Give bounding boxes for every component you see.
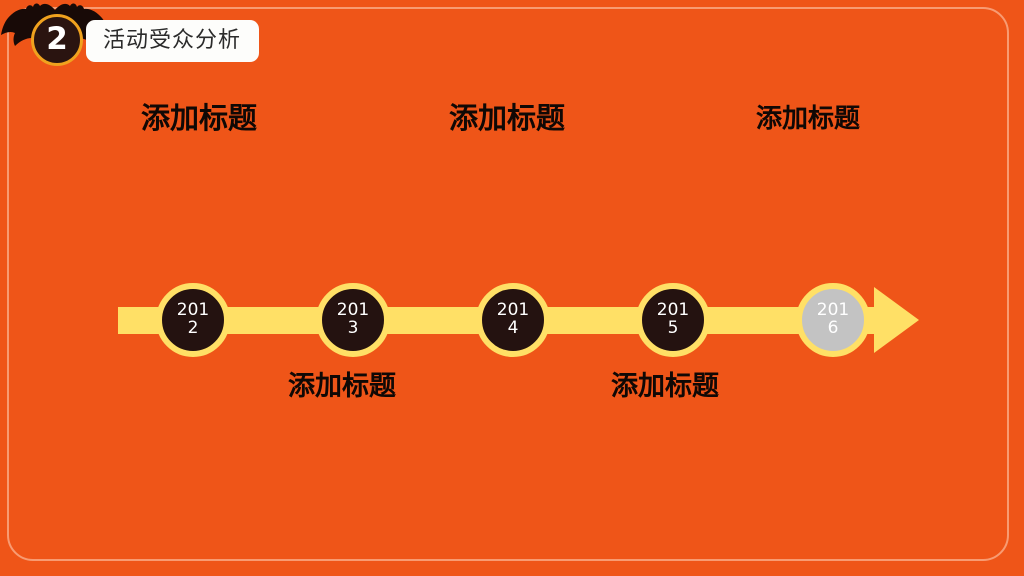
caption-top-1[interactable]: 添加标题 [141,101,258,135]
timeline-node-label: 2016 [816,300,850,338]
timeline-node-2016[interactable]: 2016 [796,283,870,357]
timeline-node-2012[interactable]: 2012 [156,283,230,357]
caption-top-2[interactable]: 添加标题 [449,101,566,135]
section-number: 2 [46,20,68,57]
caption-bottom-1[interactable]: 添加标题 [288,371,396,402]
timeline-node-2014[interactable]: 2014 [476,283,550,357]
slide-header: 2 活动受众分析 [0,0,330,80]
page-title: 活动受众分析 [103,28,242,53]
timeline-node-2013[interactable]: 2013 [316,283,390,357]
caption-top-3[interactable]: 添加标题 [756,104,861,134]
timeline-node-label: 2015 [656,300,690,338]
timeline-node-label: 2013 [336,300,370,338]
arrow-right-icon [874,287,919,353]
caption-bottom-2[interactable]: 添加标题 [611,371,719,402]
section-number-badge: 2 [31,14,83,66]
section-title-pill: 活动受众分析 [86,20,260,62]
timeline-node-label: 2012 [176,300,210,338]
timeline-node-2015[interactable]: 2015 [636,283,710,357]
timeline-node-label: 2014 [496,300,530,338]
